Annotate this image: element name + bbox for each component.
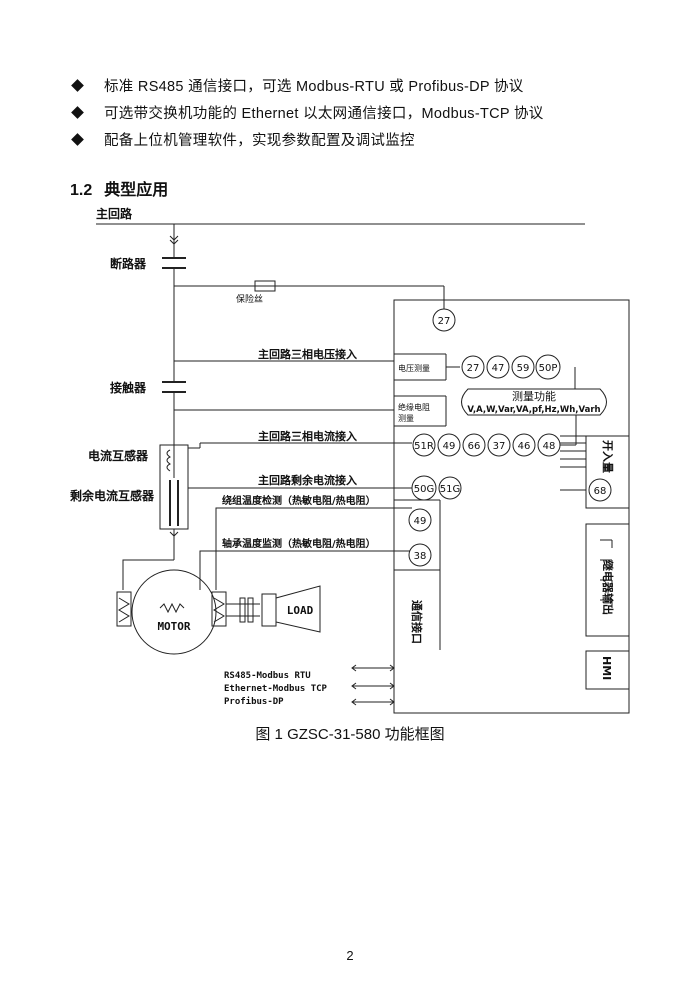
protocol-label: RS485-Modbus RTU bbox=[224, 671, 311, 681]
code-label: 48 bbox=[543, 441, 556, 452]
code-label: 27 bbox=[438, 316, 451, 327]
bullet-text: 配备上位机管理软件，实现参数配置及调试监控 bbox=[104, 133, 415, 149]
breaker-label: 断路器 bbox=[110, 256, 147, 271]
page-number: 2 bbox=[346, 948, 354, 963]
code-label: 51R bbox=[414, 441, 434, 452]
voltage-line-label: 主回路三相电压接入 bbox=[258, 347, 357, 361]
code-label: 47 bbox=[492, 363, 505, 374]
code-label: 49 bbox=[443, 441, 456, 452]
measure-title: 测量功能 bbox=[512, 389, 556, 403]
contactor-label: 接触器 bbox=[110, 380, 147, 395]
code-label: 51G bbox=[440, 484, 460, 495]
code-label: 46 bbox=[518, 441, 531, 452]
code-label: 27 bbox=[467, 363, 480, 374]
code-label: 66 bbox=[468, 441, 481, 452]
bullet-item: 可选带交换机功能的 Ethernet 以太网通信接口，Modbus-TCP 协议 bbox=[70, 102, 544, 123]
section-number: 1.2 bbox=[70, 182, 93, 199]
voltage-measure-label: 电压测量 bbox=[398, 363, 430, 373]
hmi-label: HMI bbox=[600, 656, 613, 680]
code-label: 37 bbox=[493, 441, 506, 452]
current-line-label: 主回路三相电流接入 bbox=[258, 429, 357, 443]
motor-label: MOTOR bbox=[157, 620, 190, 633]
bearing-temp-label: 轴承温度监测（热敏电阻/热电阻） bbox=[222, 537, 376, 550]
protocol-label: Profibus-DP bbox=[224, 696, 284, 707]
load-label: LOAD bbox=[287, 604, 314, 617]
section-heading: 1.2 典型应用 bbox=[70, 176, 168, 200]
bullet-item: 标准 RS485 通信接口，可选 Modbus-RTU 或 Profibus-D… bbox=[70, 75, 524, 96]
fuse-label: 保险丝 bbox=[236, 293, 263, 305]
residual-ct-label: 剩余电流互感器 bbox=[70, 488, 155, 503]
measure-items: V,A,W,Var,VA,pf,Hz,Wh,Varh bbox=[467, 405, 600, 415]
main-circuit-label: 主回路 bbox=[96, 206, 133, 221]
residual-line-label: 主回路剩余电流接入 bbox=[258, 473, 357, 487]
bullet-text: 可选带交换机功能的 Ethernet 以太网通信接口，Modbus-TCP 协议 bbox=[104, 106, 544, 122]
protocol-label: Ethernet-Modbus TCP bbox=[224, 684, 328, 694]
bullet-item: 配备上位机管理软件，实现参数配置及调试监控 bbox=[70, 129, 415, 150]
bullet-text: 标准 RS485 通信接口，可选 Modbus-RTU 或 Profibus-D… bbox=[104, 79, 524, 95]
ct-label: 电流互感器 bbox=[88, 448, 149, 463]
insulation-label-1: 绝缘电阻 bbox=[398, 402, 430, 412]
code-label: 50P bbox=[539, 363, 558, 374]
code-label: 49 bbox=[414, 516, 427, 527]
code-label: 68 bbox=[594, 486, 607, 497]
comm-port-label: 通信接口 bbox=[410, 600, 424, 644]
figure-caption: 图 1 GZSC-31-580 功能框图 bbox=[255, 726, 445, 743]
winding-temp-label: 绕组温度检测（热敏电阻/热电阻） bbox=[222, 494, 376, 507]
code-label: 50G bbox=[414, 484, 434, 495]
switch-input-label: 开入量 bbox=[601, 440, 614, 473]
relay-output-label: 继电器输出 bbox=[601, 560, 615, 615]
code-label: 38 bbox=[414, 551, 427, 562]
section-title: 典型应用 bbox=[104, 182, 169, 199]
insulation-label-2: 测量 bbox=[398, 414, 414, 423]
code-label: 59 bbox=[517, 363, 530, 374]
